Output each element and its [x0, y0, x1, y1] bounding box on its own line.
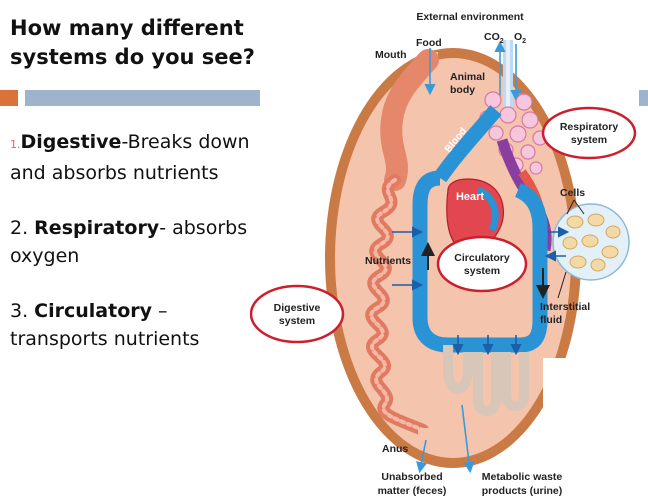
organ-systems-diagram: Heart Blood External environment Mouth F…: [250, 11, 637, 497]
o2-label: O2: [514, 31, 526, 45]
digestive-label-line2: system: [279, 315, 315, 327]
nutrients-label: Nutrients: [365, 255, 411, 267]
respiratory-label-line1: Respiratory: [560, 121, 619, 133]
interstitial-label-line1: Interstitial: [540, 301, 590, 313]
accent-bar-orange: [0, 90, 18, 106]
bullet-circulatory: 3. Circulatory – transports nutrients: [10, 297, 260, 353]
circulatory-label-line2: system: [464, 265, 500, 277]
o2-subscript: 2: [522, 38, 526, 45]
bullet-text: – transports nutrients: [10, 300, 200, 350]
unabsorbed-label-line1: Unabsorbed: [381, 471, 442, 483]
cells-label: Cells: [560, 187, 585, 199]
bullet-term: Respiratory: [34, 217, 160, 239]
digestive-callout: [250, 284, 345, 344]
cells-pointer-1: [566, 199, 575, 215]
unabsorbed-label-line2: matter (feces): [378, 485, 447, 497]
co2-subscript: 2: [500, 38, 504, 45]
respiratory-callout: [541, 106, 637, 160]
bullet-number: 2.: [10, 217, 35, 239]
animal-body-label-line2: body: [450, 84, 475, 96]
heart-label: Heart: [456, 191, 484, 203]
circulatory-label-line1: Circulatory: [454, 252, 510, 264]
blood-vessel-top: [433, 105, 502, 183]
bullet-list: 1.Digestive-Breaks down and absorbs nutr…: [10, 128, 260, 380]
external-environment-label: External environment: [416, 11, 524, 23]
cells-pointer-2: [573, 199, 585, 215]
bullet-digestive: 1.Digestive-Breaks down and absorbs nutr…: [10, 128, 260, 187]
exchange-arrows: [544, 226, 570, 262]
heart-chamber: [476, 186, 499, 232]
food-label: Food: [416, 37, 442, 49]
o2-text: O: [514, 31, 522, 43]
metabolic-label-line2: products (urine): [482, 485, 563, 497]
bullet-number: 3.: [10, 300, 35, 322]
slide-title: How many different systems do you see?: [10, 16, 255, 69]
intestine-highlight: [369, 178, 425, 432]
accent-bar-right: [639, 90, 648, 106]
urine-arrow: [461, 404, 475, 474]
interstitial-pointer: [557, 271, 567, 299]
cell-blobs: [562, 213, 621, 272]
anus-opening: [418, 428, 434, 448]
nutrient-arrows: [392, 226, 424, 291]
bullet-number: 1.: [10, 138, 21, 151]
bullet-term: Digestive: [20, 131, 122, 153]
capillary-loops: [443, 345, 529, 417]
feces-arrow: [416, 439, 428, 474]
bullet-respiratory: 2. Respiratory- absorbs oxygen: [10, 214, 260, 270]
mouth-label: Mouth: [375, 49, 407, 61]
esophagus: [380, 49, 439, 191]
interstitial-label-line2: fluid: [540, 314, 562, 326]
circulatory-callout: [436, 235, 528, 293]
bullet-text: -Breaks down and absorbs nutrients: [10, 131, 250, 184]
bullet-text: - absorbs oxygen: [10, 217, 248, 267]
blank-overlay-box: [543, 358, 635, 410]
co2-label: CO2: [484, 31, 504, 45]
capillary-arrows: [452, 335, 522, 356]
digestive-label-line1: Digestive: [274, 302, 321, 314]
anus-label: Anus: [382, 443, 408, 455]
co2-text: CO: [484, 31, 500, 43]
respiratory-label-line2: system: [571, 134, 607, 146]
metabolic-label-line1: Metabolic waste: [482, 471, 563, 483]
bullet-term: Circulatory: [34, 300, 153, 322]
accent-bar-blue: [25, 90, 260, 106]
animal-body-label-line1: Animal: [450, 71, 485, 83]
